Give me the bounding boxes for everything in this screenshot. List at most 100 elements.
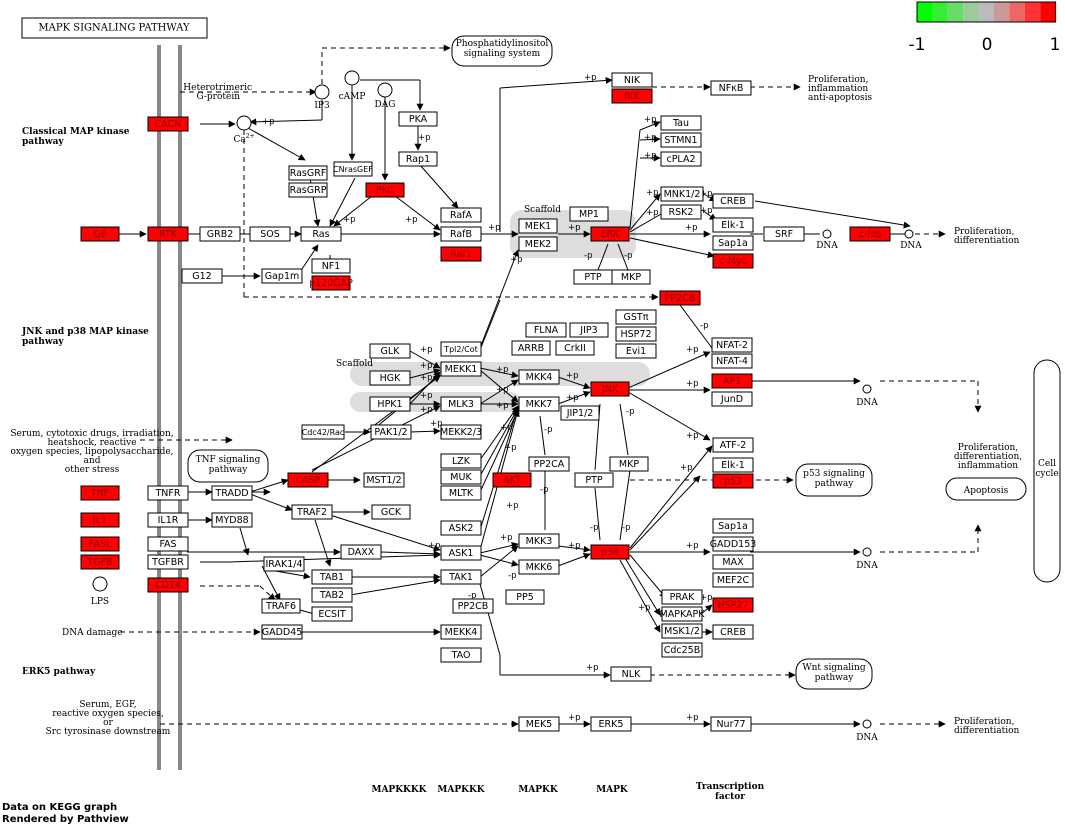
- gene-node-mkk7[interactable]: MKK7: [518, 396, 560, 412]
- gene-node-cdc25b[interactable]: Cdc25B: [661, 642, 703, 658]
- gene-node-rasgrf[interactable]: RasGRF: [288, 165, 328, 181]
- gene-node-prak[interactable]: PRAK: [661, 589, 703, 605]
- gene-node-rsk2[interactable]: RSK2: [660, 204, 702, 220]
- gene-node-muk[interactable]: MUK: [440, 469, 482, 485]
- gene-node-jip12[interactable]: JIP1/2: [560, 405, 600, 421]
- gene-node-gstpi[interactable]: GSTπ: [615, 309, 657, 325]
- gene-node-flna[interactable]: FLNA: [525, 322, 567, 338]
- gene-node-hsp72[interactable]: HSP72: [615, 326, 657, 342]
- gene-node-pak12[interactable]: PAK1/2: [370, 424, 412, 440]
- gene-node-tpl2[interactable]: Tpl2/Cot: [440, 341, 482, 357]
- gene-node-mek1[interactable]: MEK1: [518, 218, 558, 234]
- gene-node-glk[interactable]: GLK: [369, 343, 411, 359]
- gene-node-hsp27[interactable]: HSP27: [712, 597, 754, 613]
- gene-node-nf1[interactable]: NF1: [311, 258, 351, 274]
- gene-node-sap1a1[interactable]: Sap1a: [712, 235, 754, 251]
- gene-node-myd88[interactable]: MYD88: [211, 512, 253, 528]
- gene-node-p38[interactable]: p38: [590, 544, 630, 560]
- gene-node-mkk6[interactable]: MKK6: [518, 559, 560, 575]
- gene-node-grb2[interactable]: GRB2: [199, 226, 241, 242]
- gene-node-gck[interactable]: GCK: [371, 504, 411, 520]
- gene-node-ap1[interactable]: AP1: [711, 373, 753, 389]
- gene-node-il1[interactable]: IL1: [80, 512, 120, 528]
- gene-node-mlk3[interactable]: MLK3: [440, 396, 482, 412]
- gene-node-mltk[interactable]: MLTK: [440, 485, 482, 501]
- apoptosis-box[interactable]: [945, 477, 1027, 501]
- gene-node-creb1[interactable]: CREB: [712, 193, 754, 209]
- gene-node-pp2cb1[interactable]: PP2CB: [659, 290, 701, 306]
- gene-node-hpk1[interactable]: HPK1: [369, 396, 411, 412]
- gene-node-mekk4[interactable]: MEKK4: [440, 624, 482, 640]
- gene-node-jnk[interactable]: JNK: [590, 381, 630, 397]
- tnf-pathway-link[interactable]: [187, 449, 269, 483]
- gene-node-cdc42rac[interactable]: Cdc42/Rac: [301, 424, 345, 440]
- gene-node-tak1[interactable]: TAK1: [440, 569, 482, 585]
- gene-node-rafb[interactable]: RafB: [440, 226, 482, 242]
- gene-node-max[interactable]: MAX: [712, 554, 754, 570]
- gene-node-cnrasgef[interactable]: CNrasGEF: [333, 161, 373, 177]
- gene-node-ecsit[interactable]: ECSIT: [311, 606, 353, 622]
- gene-node-casp[interactable]: CASP: [287, 472, 329, 488]
- gene-node-tgfb[interactable]: TGFB: [80, 554, 120, 570]
- gene-node-g12[interactable]: G12: [181, 268, 223, 284]
- gene-node-nur77[interactable]: Nur77: [710, 716, 752, 732]
- gene-node-pkc[interactable]: PKC: [365, 182, 405, 198]
- gene-node-pka[interactable]: PKA: [398, 111, 438, 127]
- gene-node-traf2[interactable]: TRAF2: [291, 504, 333, 520]
- gene-node-rap1[interactable]: Rap1: [398, 151, 438, 167]
- gene-node-tau[interactable]: Tau: [660, 115, 702, 131]
- gene-node-mekk1[interactable]: MEKK1: [440, 361, 482, 377]
- gene-node-mapkapk[interactable]: MAPKAPK: [660, 606, 706, 622]
- gene-node-mst12[interactable]: MST1/2: [363, 472, 405, 488]
- gene-node-mkp1[interactable]: MKP: [611, 269, 651, 285]
- gene-node-mef2c[interactable]: MEF2C: [712, 572, 754, 588]
- gene-node-tab1[interactable]: TAB1: [311, 569, 353, 585]
- gene-node-nfat4[interactable]: NFAT-4: [711, 353, 753, 369]
- gene-node-jund[interactable]: JunD: [711, 391, 753, 407]
- gene-node-pp5[interactable]: PP5: [505, 589, 545, 605]
- gene-node-gf[interactable]: GF: [80, 226, 120, 242]
- gene-node-tgfbr[interactable]: TGFBR: [147, 554, 189, 570]
- gene-node-arrb[interactable]: ARRB: [511, 340, 551, 356]
- gene-node-sap1a2[interactable]: Sap1a: [712, 518, 754, 534]
- gene-node-mekk23[interactable]: MEKK2/3: [440, 424, 482, 440]
- gene-node-rafa[interactable]: RafA: [440, 207, 482, 223]
- gene-node-tradd[interactable]: TRADD: [211, 485, 253, 501]
- gene-node-mkp2[interactable]: MKP: [609, 456, 649, 472]
- gene-node-mkk3[interactable]: MKK3: [518, 533, 560, 549]
- gene-node-cpla2[interactable]: cPLA2: [660, 151, 702, 167]
- gene-node-p53[interactable]: p53: [712, 473, 754, 489]
- gene-node-erk[interactable]: ERK: [590, 226, 630, 242]
- gene-node-cd14[interactable]: CD14: [147, 577, 189, 593]
- gene-node-sos[interactable]: SOS: [249, 226, 291, 242]
- gene-node-evi1[interactable]: Evi1: [615, 343, 657, 359]
- gene-node-tnfr[interactable]: TNFR: [147, 485, 189, 501]
- gene-node-stmn1[interactable]: STMN1: [660, 132, 702, 148]
- gene-node-erk5[interactable]: ERK5: [590, 716, 632, 732]
- gene-node-tnf[interactable]: TNF: [80, 485, 120, 501]
- gene-node-mek5[interactable]: MEK5: [518, 716, 560, 732]
- linked-pathways[interactable]: [187, 35, 1061, 690]
- gene-node-ask1[interactable]: ASK1: [440, 545, 482, 561]
- gene-node-tao[interactable]: TAO: [440, 647, 482, 663]
- gene-node-ras[interactable]: Ras: [300, 226, 342, 242]
- gene-node-jip3[interactable]: JIP3: [569, 322, 609, 338]
- gene-node-creb2[interactable]: CREB: [712, 624, 754, 640]
- gene-node-srf[interactable]: SRF: [763, 226, 805, 242]
- gene-node-ask2[interactable]: ASK2: [440, 520, 482, 536]
- gene-node-daxx[interactable]: DAXX: [340, 544, 382, 560]
- gene-node-mnk12[interactable]: MNK1/2: [660, 186, 704, 202]
- gene-node-gadd153[interactable]: GADD153: [710, 536, 757, 552]
- gene-node-nfkb[interactable]: NFκB: [710, 80, 752, 96]
- pi-pathway-link[interactable]: [451, 35, 553, 67]
- gene-node-ptp1[interactable]: PTP: [573, 269, 613, 285]
- gene-node-nfat2[interactable]: NFAT-2: [711, 337, 753, 353]
- gene-node-lzk[interactable]: LZK: [440, 453, 482, 469]
- gene-node-rtk[interactable]: RTK: [147, 226, 189, 242]
- cell-cycle-box[interactable]: [1033, 359, 1061, 583]
- wnt-pathway-link[interactable]: [795, 658, 873, 690]
- gene-node-ikk[interactable]: IKK: [611, 88, 653, 104]
- gene-node-fas[interactable]: FAS: [147, 536, 189, 552]
- gene-node-elk1b[interactable]: Elk-1: [712, 457, 754, 473]
- gene-node-gap1m[interactable]: Gap1m: [261, 268, 303, 284]
